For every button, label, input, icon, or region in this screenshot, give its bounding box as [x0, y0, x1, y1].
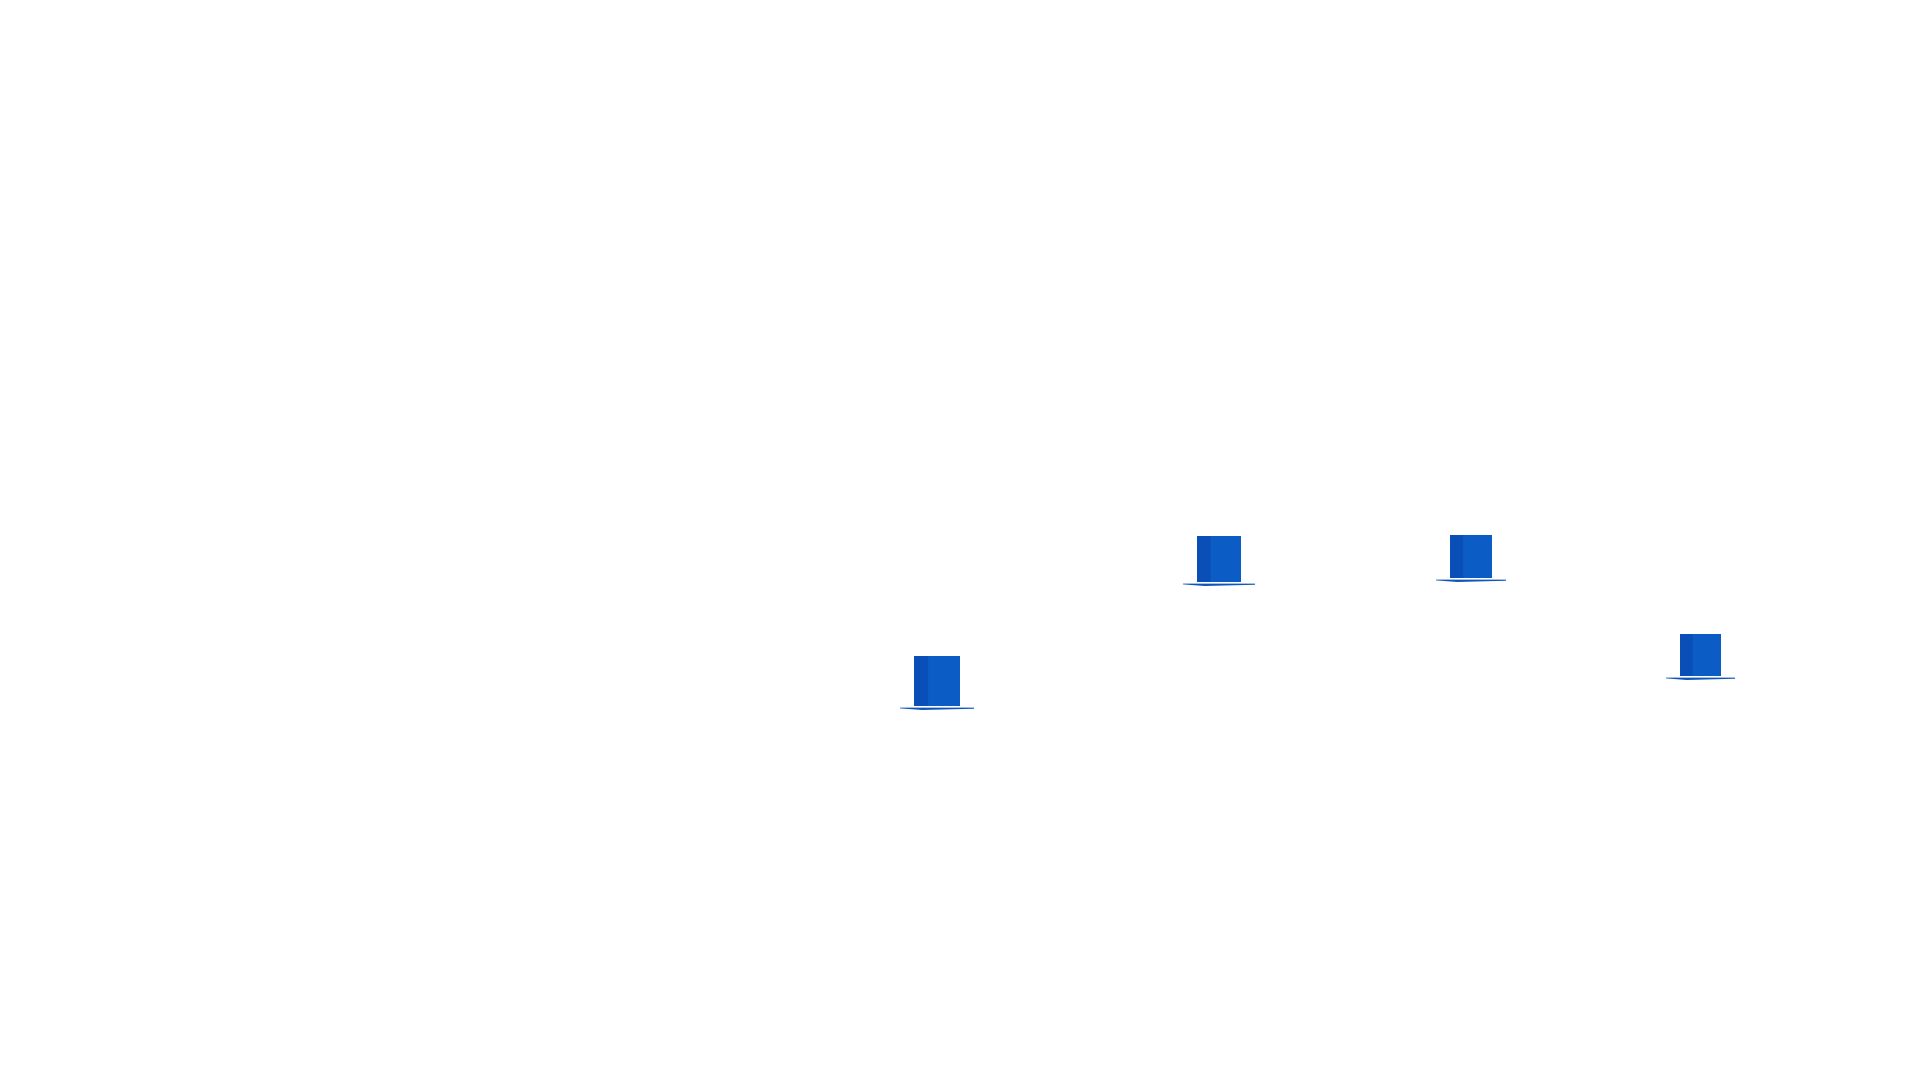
block-body — [1450, 535, 1492, 578]
block-body — [914, 656, 960, 706]
blue-block-4 — [1666, 634, 1735, 680]
blue-block-2 — [1183, 536, 1255, 586]
block-base — [900, 707, 974, 710]
block-base — [1183, 583, 1255, 586]
block-base — [1436, 579, 1506, 582]
block-body — [1680, 634, 1721, 676]
blue-block-1 — [900, 656, 974, 710]
blue-block-3 — [1436, 535, 1506, 582]
block-body — [1197, 536, 1241, 582]
block-base — [1666, 677, 1735, 680]
